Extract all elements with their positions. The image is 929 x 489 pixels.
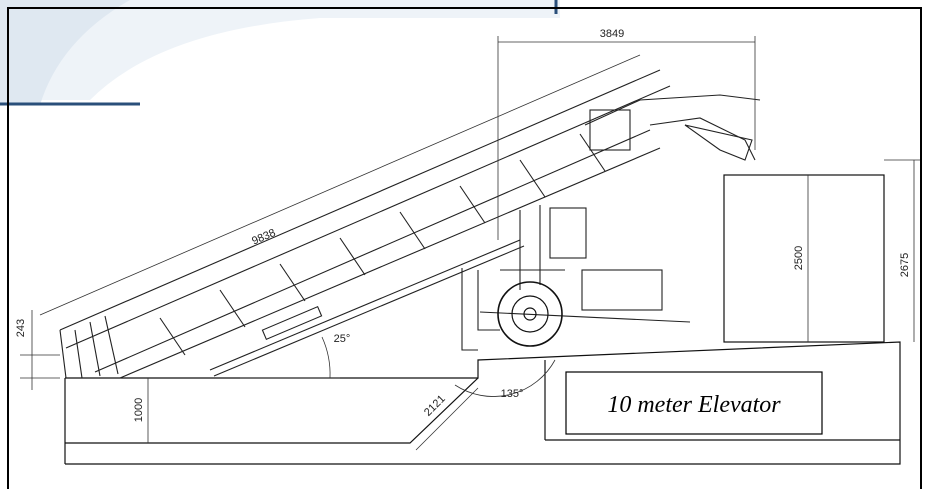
dim-offset: 243 [15, 319, 27, 337]
title-label: 10 meter Elevator [607, 392, 781, 418]
wheel [497, 281, 563, 347]
corner-decoration [0, 0, 560, 106]
dim-ramp-length: 2121 [422, 393, 448, 419]
platform [723, 174, 885, 343]
dim-top-width: 3849 [600, 28, 624, 40]
title-box: 10 meter Elevator [565, 371, 823, 435]
drawing-frame [7, 7, 922, 489]
dim-conveyor-length: 9838 [250, 227, 277, 248]
dim-incline-angle: 25° [334, 333, 351, 345]
conveyor-boom [59, 69, 761, 379]
dim-ramp-angle: 135° [501, 388, 524, 400]
dim-platform-total: 2675 [899, 253, 911, 277]
ground-base [64, 341, 901, 465]
dim-platform-height: 2500 [793, 246, 805, 270]
dimension-lines [20, 36, 920, 451]
dim-base-height: 1000 [133, 398, 145, 422]
chassis [461, 205, 691, 351]
